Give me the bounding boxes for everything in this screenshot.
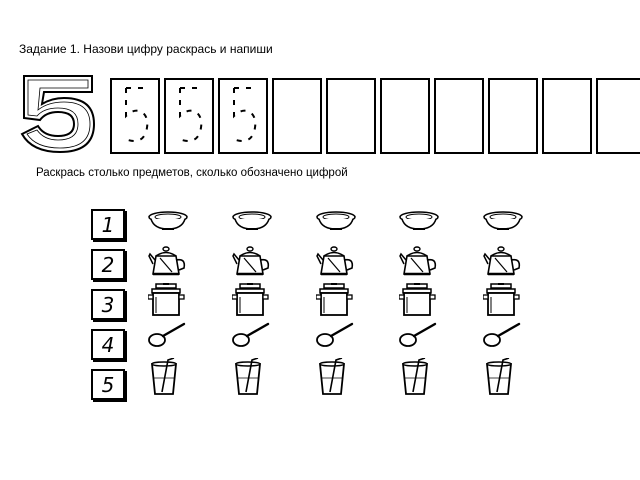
coloring-instruction: Раскрась столько предметов, сколько обоз… (36, 167, 348, 179)
traced-digit-box[interactable] (164, 78, 214, 154)
pot-icon[interactable] (316, 283, 356, 323)
glass-icon[interactable] (483, 358, 523, 398)
empty-digit-box[interactable] (488, 78, 538, 154)
empty-digit-box[interactable] (380, 78, 430, 154)
glass-icon[interactable] (399, 358, 439, 398)
number-card: 4 (91, 329, 125, 360)
spoon-icon[interactable] (399, 322, 439, 362)
pot-icon[interactable] (232, 283, 272, 323)
empty-digit-box[interactable] (434, 78, 484, 154)
plate-icon[interactable] (148, 209, 188, 249)
plate-icon[interactable] (232, 209, 272, 249)
spoon-icon[interactable] (148, 322, 188, 362)
glass-icon[interactable] (316, 358, 356, 398)
plate-icon[interactable] (399, 209, 439, 249)
spoon-icon[interactable] (232, 322, 272, 362)
spoon-icon[interactable] (483, 322, 523, 362)
plate-icon[interactable] (316, 209, 356, 249)
empty-digit-box[interactable] (272, 78, 322, 154)
pot-icon[interactable] (399, 283, 439, 323)
traced-digit-box[interactable] (110, 78, 160, 154)
teapot-icon[interactable] (232, 244, 272, 284)
dashed-five-icon (233, 87, 257, 142)
task-title: Задание 1. Назови цифру раскрась и напиш… (19, 42, 273, 56)
big-digit-five (20, 75, 96, 154)
teapot-icon[interactable] (483, 244, 523, 284)
traced-digit-box[interactable] (218, 78, 268, 154)
glass-icon[interactable] (148, 358, 188, 398)
plate-icon[interactable] (483, 209, 523, 249)
number-card: 2 (91, 249, 125, 280)
teapot-icon[interactable] (316, 244, 356, 284)
teapot-icon[interactable] (148, 244, 188, 284)
number-card: 1 (91, 209, 125, 240)
glass-icon[interactable] (232, 358, 272, 398)
dashed-five-icon (125, 87, 149, 142)
number-card: 5 (91, 369, 125, 400)
number-card: 3 (91, 289, 125, 320)
pot-icon[interactable] (148, 283, 188, 323)
teapot-icon[interactable] (399, 244, 439, 284)
empty-digit-box[interactable] (542, 78, 592, 154)
writing-boxes (110, 78, 640, 154)
dashed-five-icon (179, 87, 203, 142)
empty-digit-box[interactable] (596, 78, 640, 154)
spoon-icon[interactable] (316, 322, 356, 362)
empty-digit-box[interactable] (326, 78, 376, 154)
pot-icon[interactable] (483, 283, 523, 323)
